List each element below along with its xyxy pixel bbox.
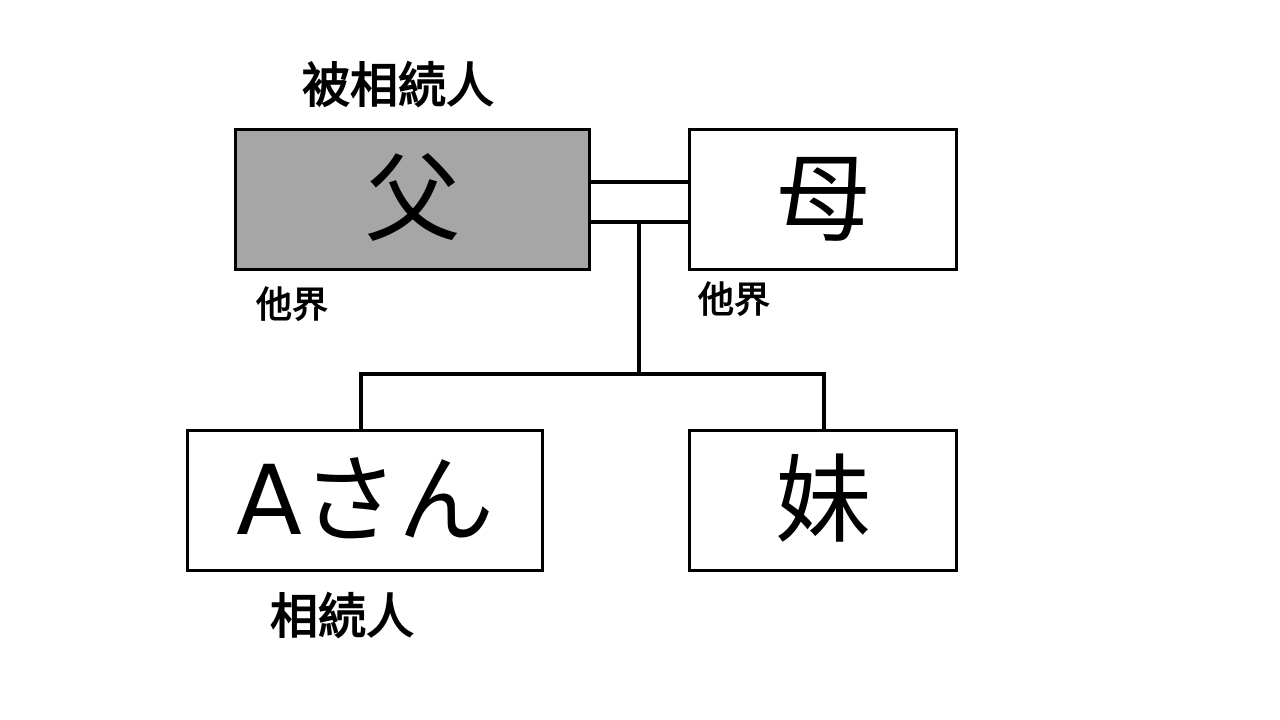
sibling-line — [359, 372, 826, 376]
heir-label: 相続人 — [270, 589, 415, 645]
sister-connector — [822, 372, 826, 430]
descent-line — [637, 222, 641, 375]
mother-status-label: 他界 — [698, 280, 771, 321]
sister-box: 妹 — [688, 429, 958, 572]
father-status-label: 他界 — [256, 285, 329, 326]
person-a-name: Aさん — [236, 444, 494, 557]
sister-name: 妹 — [775, 444, 871, 557]
marriage-line-top — [590, 180, 689, 184]
person-a-box: Aさん — [186, 429, 544, 572]
father-name: 父 — [364, 143, 461, 256]
father-box: 父 — [234, 128, 591, 271]
mother-box: 母 — [688, 128, 958, 271]
child-a-connector — [359, 372, 363, 430]
decedent-label: 被相続人 — [302, 58, 495, 114]
mother-name: 母 — [775, 143, 871, 256]
